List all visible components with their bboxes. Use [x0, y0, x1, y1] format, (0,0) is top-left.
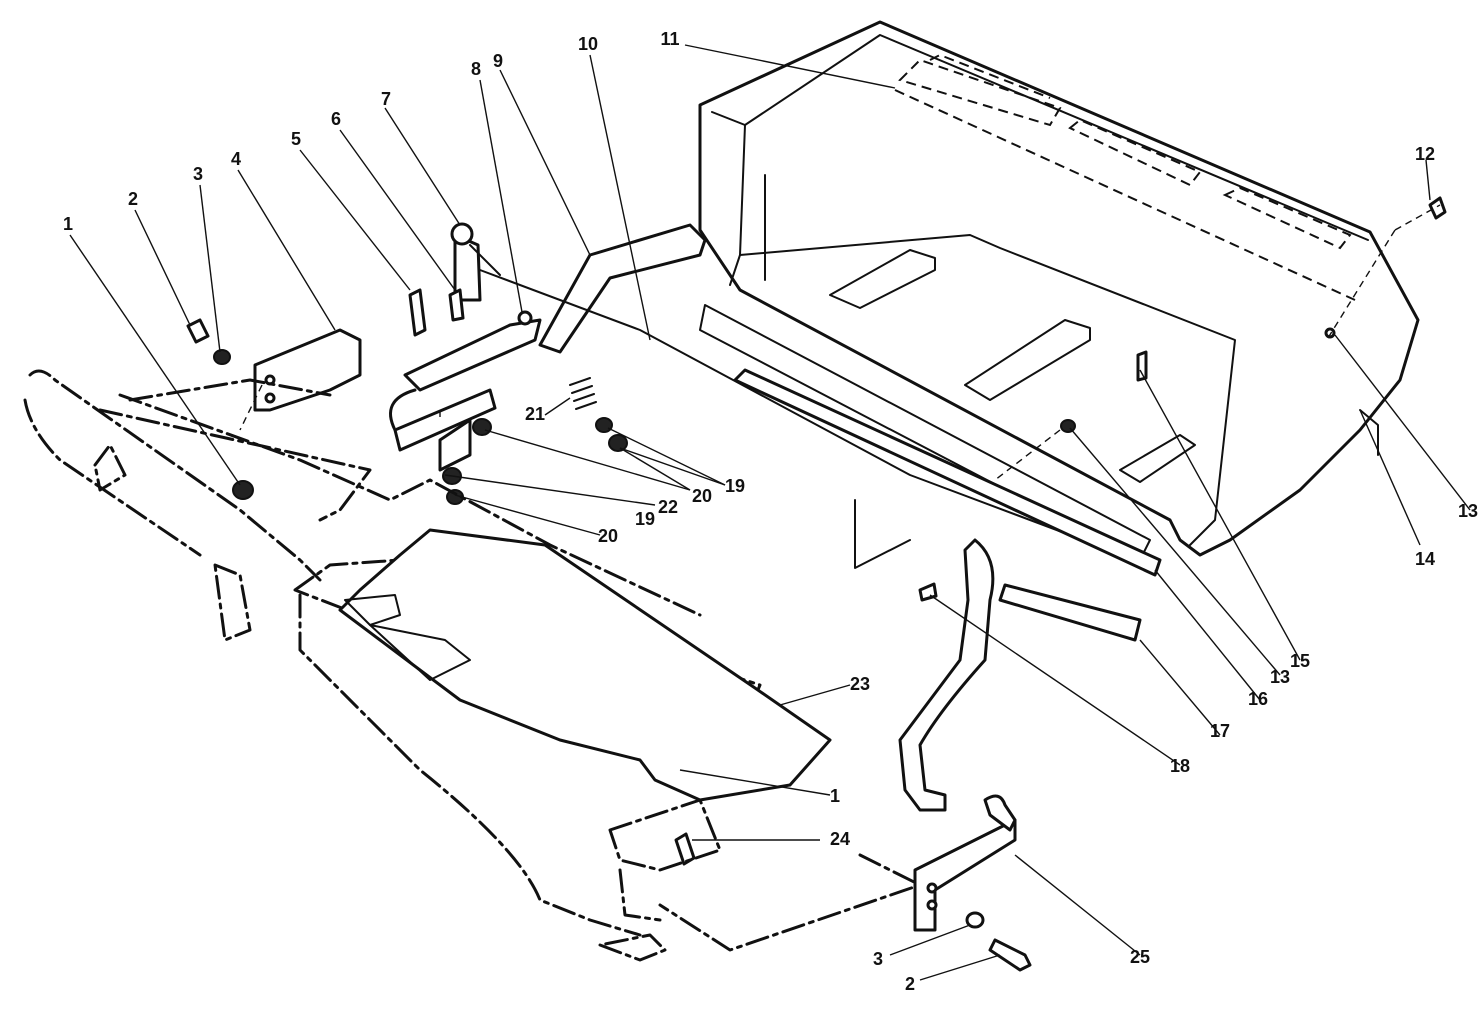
callout-4: 4: [231, 149, 241, 169]
deflector-plate: [338, 528, 832, 802]
callout-16: 16: [1248, 689, 1268, 709]
callout-20-upper: 20: [692, 486, 712, 506]
callout-23: 23: [850, 674, 870, 694]
grass-bag-hopper: [698, 20, 1420, 561]
callout-2-upper: 2: [128, 189, 138, 209]
callout-14: 14: [1415, 549, 1435, 569]
callout-8: 8: [471, 59, 481, 79]
lift-bar-assembly: [479, 223, 1162, 642]
callout-9: 9: [493, 51, 503, 71]
callout-11: 11: [660, 29, 679, 49]
callout-1-lower: 1: [830, 786, 840, 806]
callout-18: 18: [1170, 756, 1190, 776]
callout-17: 17: [1210, 721, 1230, 741]
mounting-bracket-right: [913, 794, 1017, 932]
callout-12: 12: [1415, 144, 1435, 164]
callout-labels: 1 2 3 4 5 6 7 8 9 10 11 12 13 14 21 19 2…: [63, 29, 1478, 994]
callout-10: 10: [578, 34, 598, 54]
latch-assembly: [389, 222, 542, 472]
callout-3-upper: 3: [193, 164, 203, 184]
callout-7: 7: [381, 89, 391, 109]
callout-21: 21: [525, 404, 545, 424]
dump-handle-rod: [898, 538, 995, 812]
callout-24: 24: [830, 829, 850, 849]
callout-25: 25: [1130, 947, 1150, 967]
callout-19-lower: 19: [635, 509, 655, 529]
callout-1-upper: 1: [63, 214, 73, 234]
mounting-bracket-left: [253, 328, 362, 412]
callout-6: 6: [331, 109, 341, 129]
callout-19-upper: 19: [725, 476, 745, 496]
callout-13-right: 13: [1458, 501, 1478, 521]
callout-22: 22: [658, 497, 678, 517]
leader-lines: [69, 44, 1471, 981]
callout-15: 15: [1290, 651, 1310, 671]
callout-5: 5: [291, 129, 301, 149]
callout-2-lower: 2: [905, 974, 915, 994]
callout-3-lower: 3: [873, 949, 883, 969]
callout-13-center: 13: [1270, 667, 1290, 687]
callout-20-lower: 20: [598, 526, 618, 546]
